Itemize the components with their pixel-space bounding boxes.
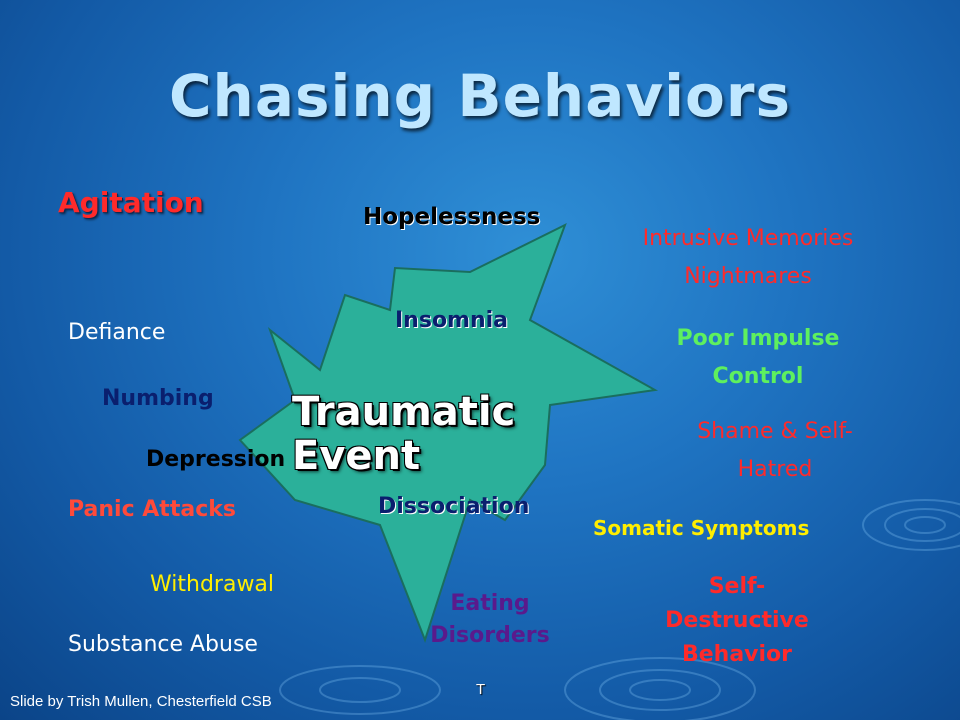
shame-line-2: Hatred (737, 457, 813, 482)
label-agitation: Agitation (58, 186, 204, 219)
label-self-destructive-behavior: Self- Destructive Behavior (622, 570, 852, 672)
label-poor-impulse-control: Poor Impulse Control (643, 320, 873, 396)
footer-mark: T (476, 681, 486, 698)
label-defiance: Defiance (68, 320, 166, 345)
slide-credit: Slide by Trish Mullen, Chesterfield CSB (10, 693, 272, 710)
eating-line-1: Eating (450, 591, 530, 616)
label-substance-abuse: Substance Abuse (68, 632, 258, 657)
label-panic-attacks: Panic Attacks (68, 497, 236, 522)
intrusive-line-2: Nightmares (684, 264, 812, 289)
label-dissociation: Dissociation (378, 494, 530, 519)
label-depression: Depression (146, 447, 286, 472)
impulse-line-1: Poor Impulse (676, 326, 840, 351)
label-withdrawal: Withdrawal (150, 572, 275, 597)
label-numbing: Numbing (102, 386, 214, 411)
eating-line-2: Disorders (430, 623, 550, 648)
impulse-line-2: Control (712, 364, 804, 389)
slide-title: Chasing Behaviors (168, 62, 792, 130)
label-hopelessness: Hopelessness (363, 204, 541, 230)
label-shame: Shame & Self- Hatred (660, 413, 890, 489)
center-line-2: Event (292, 433, 421, 479)
traumatic-event-label: Traumatic Event (292, 390, 532, 478)
label-eating-disorders: Eating Disorders (390, 588, 590, 652)
self-destructive-line-1: Self- (708, 574, 766, 599)
self-destructive-line-3: Behavior (681, 642, 793, 667)
shame-line-1: Shame & Self- (697, 419, 853, 444)
intrusive-line-1: Intrusive Memories (642, 226, 854, 251)
label-somatic-symptoms: Somatic Symptoms (593, 516, 810, 540)
label-insomnia: Insomnia (395, 308, 509, 333)
label-intrusive-memories: Intrusive Memories Nightmares (608, 220, 888, 296)
self-destructive-line-2: Destructive (665, 608, 809, 633)
center-line-1: Traumatic (292, 389, 516, 435)
